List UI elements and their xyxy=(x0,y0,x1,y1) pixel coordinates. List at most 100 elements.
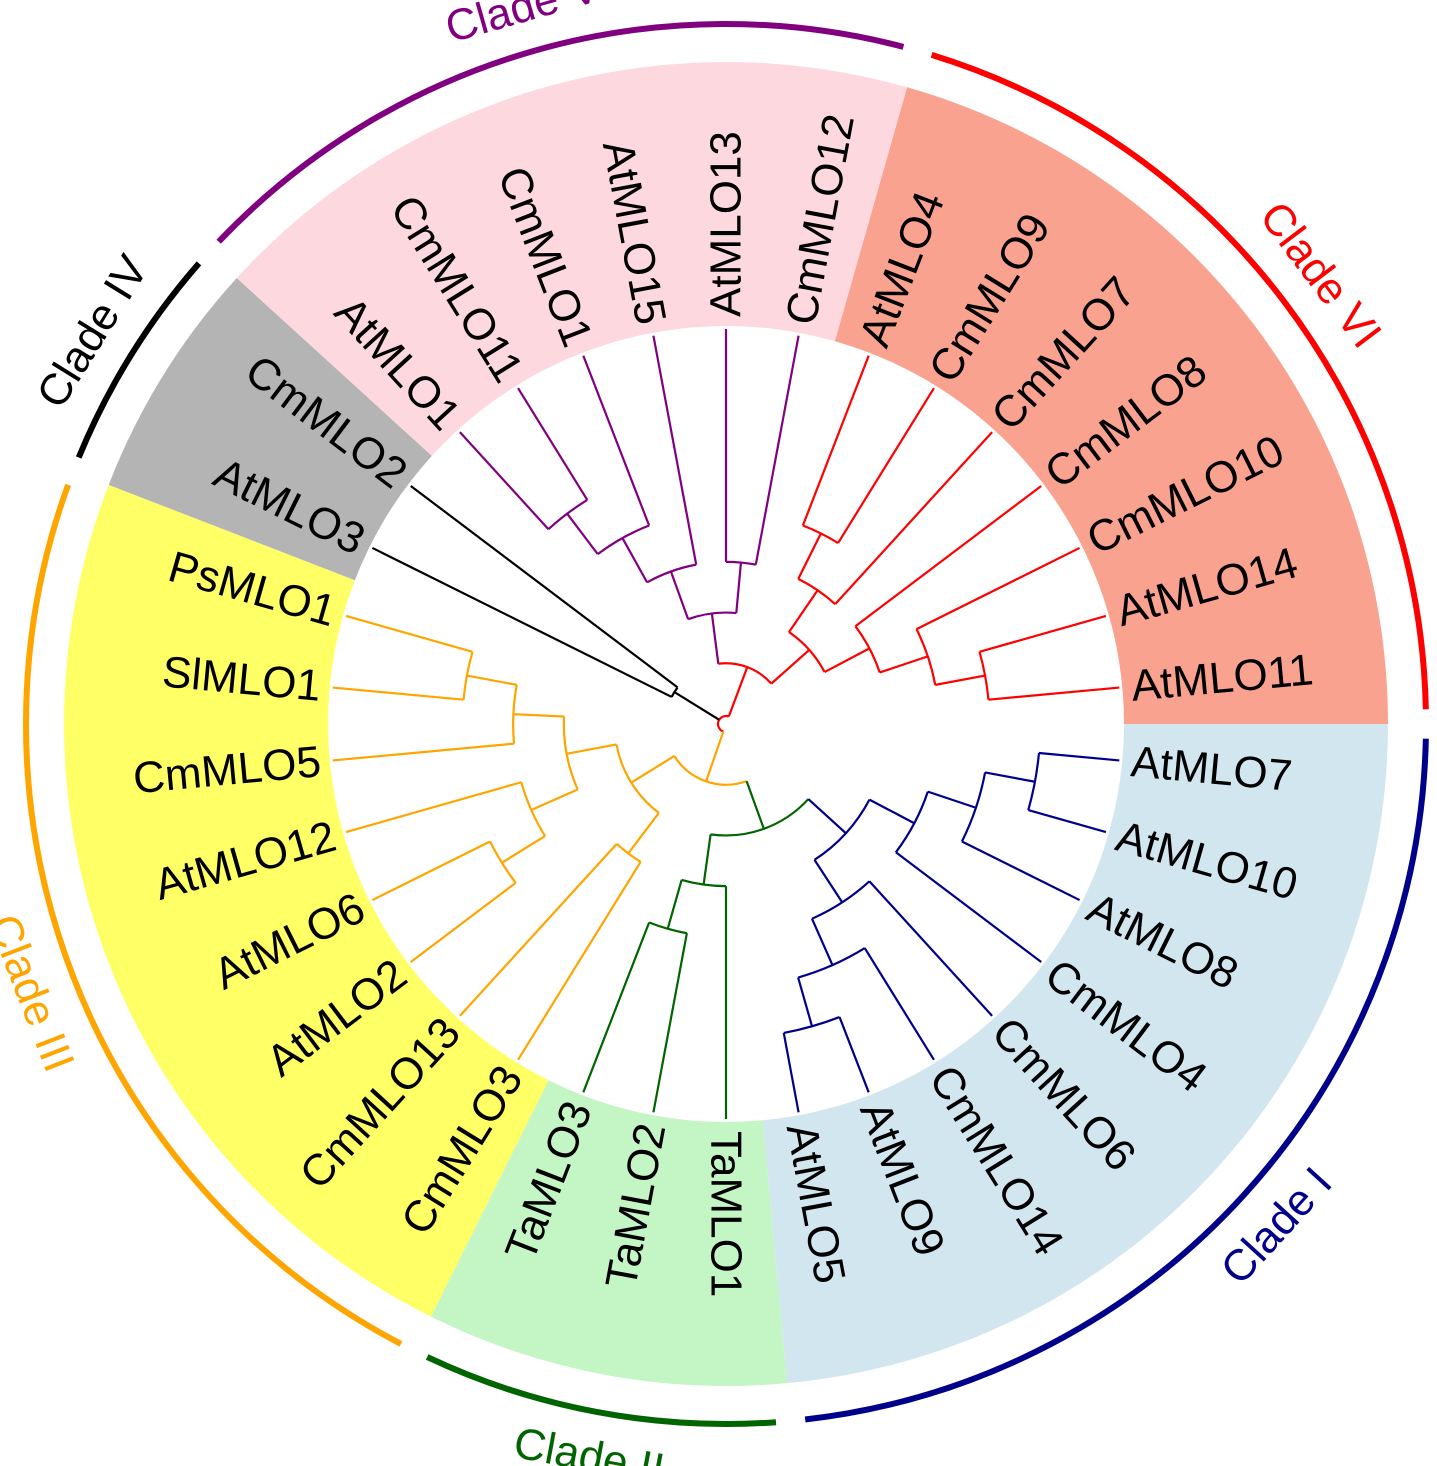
branch-line xyxy=(745,780,765,830)
branch-line xyxy=(797,532,822,580)
branch-line xyxy=(371,546,673,698)
branch-line xyxy=(834,431,993,605)
branch-line xyxy=(627,812,660,855)
branch-arc xyxy=(802,524,839,544)
branch-line xyxy=(517,861,642,1061)
branch-arc xyxy=(673,755,747,786)
branch-arc xyxy=(854,625,881,673)
branch-arc xyxy=(788,631,826,673)
branch-line xyxy=(582,355,651,526)
branch-line xyxy=(621,537,649,583)
branch-arc xyxy=(687,611,737,621)
branch-arc xyxy=(646,563,697,584)
branch-line xyxy=(705,731,725,782)
branch-line xyxy=(801,355,870,526)
branch-line xyxy=(513,713,565,718)
branch-line xyxy=(837,387,935,544)
clade-band-i xyxy=(762,724,1388,1384)
branch-line xyxy=(345,614,473,653)
branch-arc xyxy=(615,744,660,814)
branch-line xyxy=(652,933,688,1113)
branch-line xyxy=(810,918,834,966)
branch-arc xyxy=(915,628,937,686)
branch-arc xyxy=(681,878,727,888)
branch-arc xyxy=(562,716,579,790)
branch-line xyxy=(410,485,679,689)
clade-label-iv: Clade IV xyxy=(27,247,158,417)
branch-arc xyxy=(520,781,546,837)
branch-line xyxy=(459,843,618,1017)
branch-line xyxy=(868,880,993,1017)
branch-line xyxy=(1027,808,1107,834)
branch-line xyxy=(770,649,810,685)
clade-label-i: Clade I xyxy=(1211,1158,1341,1294)
clade-label-v: Clade V xyxy=(440,0,605,52)
branch-line xyxy=(879,655,929,674)
branch-line xyxy=(530,788,579,811)
clade-bands xyxy=(63,62,1388,1387)
branch-line xyxy=(371,840,491,902)
clade-band-v xyxy=(236,62,908,456)
branch-line xyxy=(630,755,675,784)
branch-line xyxy=(727,666,749,717)
branch-line xyxy=(566,743,617,755)
clade-band-iv xyxy=(108,278,432,581)
branch-line xyxy=(673,691,720,721)
branch-arc xyxy=(797,947,866,979)
branch-line xyxy=(459,431,550,530)
branch-arc xyxy=(512,684,518,744)
branch-arc xyxy=(616,843,642,863)
clade-band-ii xyxy=(430,1080,788,1387)
clade-band-iii xyxy=(63,484,549,1317)
branch-line xyxy=(824,647,870,674)
branch-line xyxy=(838,1016,870,1093)
branch-line xyxy=(935,674,986,686)
branch-line xyxy=(735,562,743,614)
branch-arc xyxy=(797,577,836,605)
branch-line xyxy=(332,686,464,701)
branch-line xyxy=(566,513,599,555)
branch-line xyxy=(813,859,844,903)
branch-arc xyxy=(718,662,773,685)
branch-line xyxy=(782,1032,800,1113)
branch-line xyxy=(961,840,1081,902)
branch-line xyxy=(895,851,1042,963)
branch-line xyxy=(807,798,847,835)
branch-arc xyxy=(716,714,730,733)
branch-line xyxy=(754,335,800,565)
clade-arc-v xyxy=(216,21,905,244)
clade-label-ii: Clade II xyxy=(510,1418,668,1466)
branch-line xyxy=(666,879,683,930)
branch-line xyxy=(517,387,589,501)
branch-arc xyxy=(894,791,929,853)
clade-arcs xyxy=(23,21,1429,1427)
branch-line xyxy=(868,798,915,825)
branch-line xyxy=(652,335,698,565)
branch-arc xyxy=(960,772,987,842)
branch-line xyxy=(979,614,1107,653)
branch-arc xyxy=(597,524,650,556)
clade-band-vi xyxy=(834,87,1388,724)
branch-line xyxy=(797,977,814,1027)
branch-line xyxy=(501,835,546,864)
branch-line xyxy=(988,686,1120,701)
branch-line xyxy=(788,589,819,633)
clade-arc-i xyxy=(804,738,1429,1423)
branch-line xyxy=(702,834,712,885)
branch-line xyxy=(332,742,515,762)
branch-line xyxy=(345,781,522,834)
branch-line xyxy=(1038,751,1120,762)
branch-line xyxy=(582,922,651,1093)
clade-arc-iv xyxy=(75,261,202,459)
leaf-label-atmlo13: AtMLO13 xyxy=(702,131,751,317)
leaf-label-tamlo1: TaMLO1 xyxy=(702,1131,751,1297)
clade-arc-iii xyxy=(23,483,403,1347)
branch-line xyxy=(410,881,517,963)
clade-label-vi: Clade VI xyxy=(1250,193,1391,357)
tree-branches xyxy=(332,329,1120,1119)
branch-line xyxy=(854,485,1042,628)
branch-line xyxy=(466,674,517,686)
branch-line xyxy=(863,947,935,1061)
branch-arc xyxy=(811,880,871,920)
